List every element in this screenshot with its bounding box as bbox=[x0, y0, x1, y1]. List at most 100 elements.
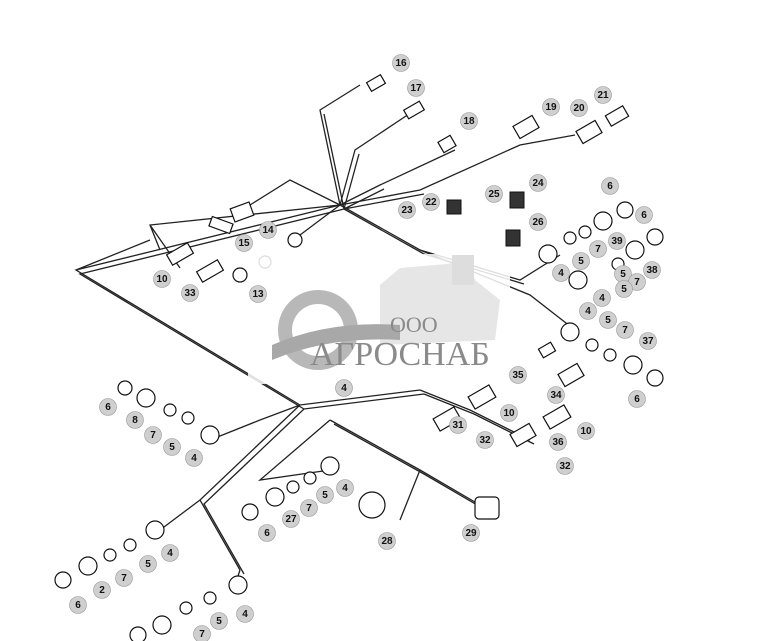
callout-5: 5 bbox=[615, 280, 633, 298]
watermark-company-name: АГРОСНАБ bbox=[310, 336, 490, 373]
callout-23: 23 bbox=[398, 201, 416, 219]
callout-bubble bbox=[509, 366, 527, 384]
callout-number: 33 bbox=[184, 288, 196, 299]
callout-5: 5 bbox=[599, 311, 617, 329]
callout-number: 4 bbox=[242, 609, 248, 620]
callout-number: 39 bbox=[611, 236, 623, 247]
callout-bubble bbox=[163, 438, 181, 456]
callout-bubble bbox=[300, 499, 318, 517]
callout-10: 10 bbox=[577, 422, 595, 440]
callout-6: 6 bbox=[628, 390, 646, 408]
callout-number: 5 bbox=[216, 616, 222, 627]
callout-bubble bbox=[529, 213, 547, 231]
callout-5: 5 bbox=[316, 486, 334, 504]
callout-number: 27 bbox=[285, 514, 297, 525]
callout-number: 7 bbox=[121, 573, 127, 584]
callout-bubble bbox=[422, 193, 440, 211]
callout-number: 6 bbox=[634, 394, 640, 405]
callout-number: 5 bbox=[322, 490, 328, 501]
callout-number: 7 bbox=[634, 277, 640, 288]
callout-38: 38 bbox=[643, 261, 661, 279]
callout-number: 6 bbox=[105, 402, 111, 413]
callout-bubble bbox=[572, 252, 590, 270]
callout-bubble bbox=[181, 284, 199, 302]
callout-number: 36 bbox=[552, 437, 564, 448]
callout-bubble bbox=[69, 596, 87, 614]
callout-number: 5 bbox=[169, 442, 175, 453]
callout-6: 6 bbox=[99, 398, 117, 416]
callout-number: 6 bbox=[641, 210, 647, 221]
callout-number: 29 bbox=[465, 528, 477, 539]
callout-29: 29 bbox=[462, 524, 480, 542]
callout-number: 23 bbox=[401, 205, 413, 216]
callout-number: 6 bbox=[75, 600, 81, 611]
callout-bubble bbox=[161, 544, 179, 562]
callout-bubble bbox=[594, 86, 612, 104]
callout-number: 2 bbox=[99, 585, 105, 596]
callout-5: 5 bbox=[139, 555, 157, 573]
callout-5: 5 bbox=[163, 438, 181, 456]
callout-8: 8 bbox=[126, 411, 144, 429]
callout-33: 33 bbox=[181, 284, 199, 302]
callout-number: 14 bbox=[262, 225, 274, 236]
callout-7: 7 bbox=[144, 426, 162, 444]
callout-4: 4 bbox=[552, 264, 570, 282]
callout-bubble bbox=[249, 285, 267, 303]
callout-bubble bbox=[542, 98, 560, 116]
harness-wires bbox=[74, 84, 576, 586]
callout-bubble bbox=[628, 390, 646, 408]
callout-bubble bbox=[258, 524, 276, 542]
callout-number: 5 bbox=[620, 269, 626, 280]
callout-bubble bbox=[593, 289, 611, 307]
watermark-prefix: ООО bbox=[390, 312, 438, 337]
callout-number: 7 bbox=[199, 629, 205, 640]
callout-6: 6 bbox=[635, 206, 653, 224]
callout-number: 35 bbox=[512, 370, 524, 381]
callout-bubble bbox=[282, 510, 300, 528]
callout-14: 14 bbox=[259, 221, 277, 239]
callout-31: 31 bbox=[449, 416, 467, 434]
callout-bubble bbox=[378, 532, 396, 550]
callout-10: 10 bbox=[153, 270, 171, 288]
callout-number: 15 bbox=[238, 238, 250, 249]
callout-bubble bbox=[549, 433, 567, 451]
connector-parts bbox=[54, 73, 664, 641]
callout-6: 6 bbox=[69, 596, 87, 614]
callout-number: 4 bbox=[558, 268, 564, 279]
callout-number: 28 bbox=[381, 536, 393, 547]
callout-bubble bbox=[556, 457, 574, 475]
callout-39: 39 bbox=[608, 232, 626, 250]
callout-bubble bbox=[126, 411, 144, 429]
callout-bubble bbox=[589, 240, 607, 258]
callout-bubble bbox=[210, 612, 228, 630]
callout-bubble bbox=[336, 479, 354, 497]
callout-number: 4 bbox=[191, 453, 197, 464]
callout-15: 15 bbox=[235, 234, 253, 252]
callout-number: 16 bbox=[395, 58, 407, 69]
callout-number: 7 bbox=[595, 244, 601, 255]
callout-5: 5 bbox=[614, 265, 632, 283]
callout-bubble bbox=[579, 302, 597, 320]
callout-number: 8 bbox=[132, 415, 138, 426]
callout-22: 22 bbox=[422, 193, 440, 211]
callout-bubble bbox=[193, 625, 211, 641]
callout-2: 2 bbox=[93, 581, 111, 599]
callout-bubble bbox=[153, 270, 171, 288]
callout-number: 22 bbox=[425, 197, 437, 208]
callout-bubble bbox=[93, 581, 111, 599]
callout-bubble bbox=[398, 201, 416, 219]
callout-27: 27 bbox=[282, 510, 300, 528]
callout-bubble bbox=[601, 177, 619, 195]
callout-number: 6 bbox=[264, 528, 270, 539]
callout-bubble bbox=[449, 416, 467, 434]
callout-bubble bbox=[115, 569, 133, 587]
callout-bubble bbox=[476, 431, 494, 449]
callout-number: 37 bbox=[642, 336, 654, 347]
callout-number: 20 bbox=[573, 103, 585, 114]
callout-bubble bbox=[460, 112, 478, 130]
callout-7: 7 bbox=[115, 569, 133, 587]
callout-4: 4 bbox=[593, 289, 611, 307]
callout-32: 32 bbox=[476, 431, 494, 449]
